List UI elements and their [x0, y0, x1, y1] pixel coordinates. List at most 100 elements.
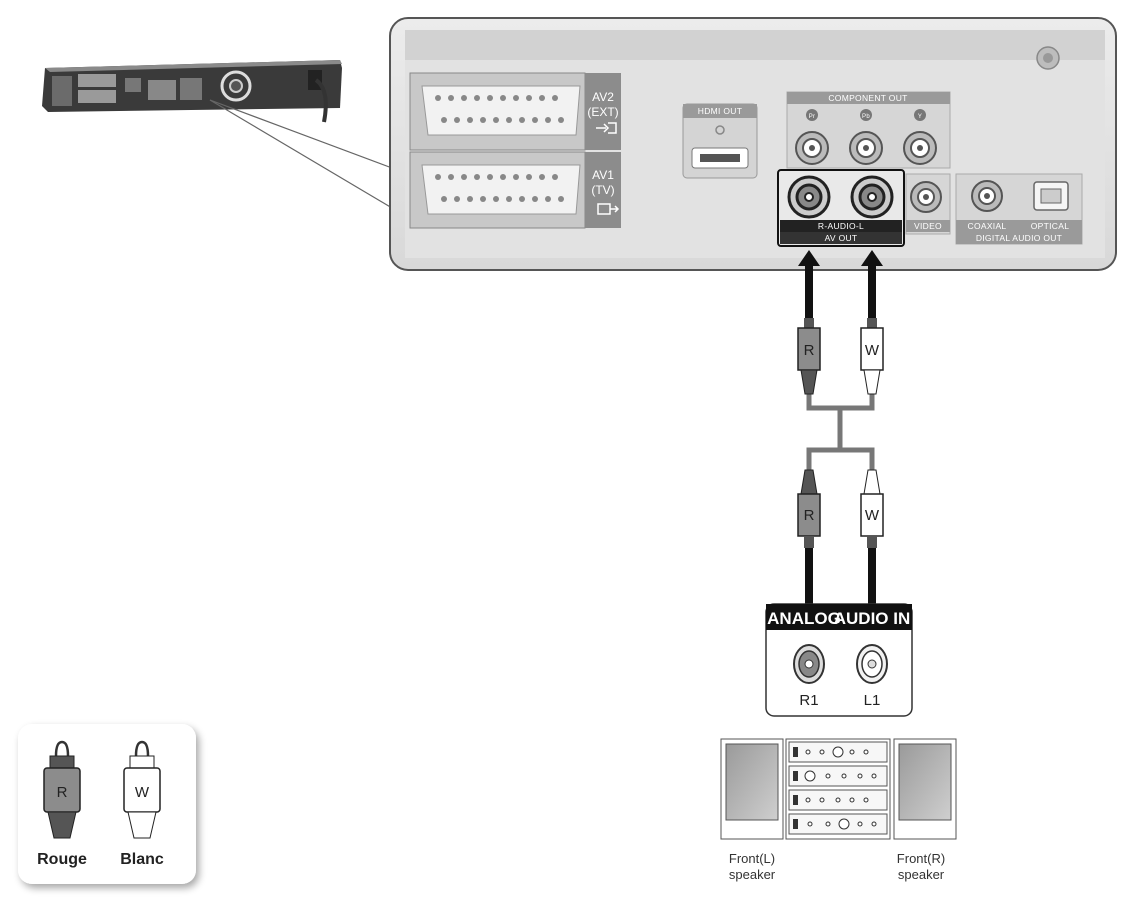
- svg-text:W: W: [865, 342, 880, 359]
- audio-jack-l: [850, 175, 894, 219]
- scart-pin: [545, 117, 551, 123]
- scart-pin: [435, 174, 441, 180]
- av2-sub-label: (EXT): [587, 105, 618, 119]
- amp-unit: [788, 765, 888, 787]
- av1-label: AV1: [592, 168, 614, 182]
- scart-pin: [545, 196, 551, 202]
- legend-white-label: Blanc: [120, 851, 164, 868]
- amp-knob-icon: [863, 749, 869, 755]
- scart-pin: [552, 95, 558, 101]
- front-right-speaker-label: Front(R): [897, 851, 945, 866]
- scart-av2: AV2 (EXT): [409, 72, 621, 151]
- amp-knob-icon: [857, 773, 863, 779]
- component-jack-pb: Pb: [849, 109, 883, 165]
- stereo-system: [720, 738, 957, 840]
- device-thumbnail: [42, 60, 393, 209]
- scart-pin: [558, 117, 564, 123]
- amp-knob-icon: [819, 749, 825, 755]
- component-jack-pr: Pr: [795, 109, 829, 165]
- scart-pin: [526, 174, 532, 180]
- scart-pin: [539, 174, 545, 180]
- scart-pin: [448, 95, 454, 101]
- scart-pin: [454, 196, 460, 202]
- scart-pin: [500, 174, 506, 180]
- legend-red-label: Rouge: [37, 851, 87, 868]
- amp-knob-icon: [804, 770, 816, 782]
- audio-label: R-AUDIO-L: [818, 221, 864, 231]
- legend-red-plug: R: [43, 740, 81, 839]
- scart-pin: [526, 95, 532, 101]
- scart-pin: [506, 117, 512, 123]
- svg-text:W: W: [865, 507, 880, 524]
- speaker-left: [720, 738, 784, 840]
- legend-white-plug: W: [123, 740, 161, 839]
- av-out-label: AV OUT: [825, 233, 858, 243]
- receiver-jack-r: [793, 644, 825, 684]
- coaxial-label: COAXIAL: [968, 221, 1007, 231]
- amp-display: [793, 771, 798, 781]
- arrow-up-icon: [798, 250, 820, 320]
- plug-red-bottom: R: [797, 469, 821, 548]
- audio-cable: [798, 250, 883, 622]
- scart-pin: [467, 196, 473, 202]
- amp-knob-icon: [825, 773, 831, 779]
- av1-sub-label: (TV): [591, 183, 614, 197]
- scart-pin: [532, 117, 538, 123]
- amp-display: [793, 747, 798, 757]
- component-out: COMPONENT OUT Pr Pb Y: [786, 91, 951, 169]
- audio-jack-r: [787, 175, 831, 219]
- scart-pin: [532, 196, 538, 202]
- svg-text:Y: Y: [918, 114, 922, 120]
- front-left-speaker-sub: speaker: [729, 867, 776, 882]
- scart-pin: [448, 174, 454, 180]
- jack-l1-label: L1: [864, 692, 881, 709]
- scart-pin: [467, 117, 473, 123]
- scart-pin: [500, 95, 506, 101]
- svg-text:Pb: Pb: [862, 114, 870, 120]
- scart-pin: [558, 196, 564, 202]
- svg-text:R: R: [804, 342, 815, 359]
- plug-red-top: R: [797, 318, 821, 395]
- amp-unit: [788, 813, 888, 835]
- amp-knob-icon: [857, 821, 863, 827]
- scart-pin: [441, 117, 447, 123]
- plug-white-top: W: [860, 318, 884, 395]
- analog-audio-in-panel: ANALOG AUDIO IN R1 L1: [765, 603, 913, 717]
- arrow-up-icon: [861, 250, 883, 320]
- analog-label: ANALOG: [767, 609, 841, 628]
- video-label: VIDEO: [914, 221, 942, 231]
- receiver-jack-l: [856, 644, 888, 684]
- scart-in-icon: [596, 122, 617, 134]
- scart-pin: [487, 95, 493, 101]
- scart-av1: AV1 (TV): [409, 151, 621, 229]
- av-out-audio-highlight: R-AUDIO-L AV OUT: [777, 169, 905, 247]
- amp-knob-icon: [819, 797, 825, 803]
- scart-pin: [474, 95, 480, 101]
- optical-label: OPTICAL: [1031, 221, 1069, 231]
- amp-knob-icon: [863, 797, 869, 803]
- component-label: COMPONENT OUT: [828, 93, 907, 103]
- component-jack-y: Y: [903, 109, 937, 165]
- arrow-down-icon: [861, 548, 883, 622]
- scart-pin: [506, 196, 512, 202]
- scart-pin: [480, 117, 486, 123]
- scart-pin: [513, 174, 519, 180]
- hdmi-label: HDMI OUT: [698, 106, 742, 116]
- scart-pin: [513, 95, 519, 101]
- amp-knob-icon: [871, 821, 877, 827]
- svg-text:W: W: [135, 784, 150, 801]
- amp-display: [793, 795, 798, 805]
- amp-knob-icon: [805, 797, 811, 803]
- front-right-speaker-sub: speaker: [898, 867, 945, 882]
- front-left-speaker-label: Front(L): [729, 851, 775, 866]
- scart-pin: [480, 196, 486, 202]
- audio-in-label: AUDIO IN: [834, 609, 911, 628]
- scart-pin: [519, 196, 525, 202]
- hdmi-out-port: HDMI OUT: [682, 103, 758, 179]
- amp-knob-icon: [838, 818, 850, 830]
- scart-out-icon: [597, 203, 620, 215]
- amp-knob-icon: [807, 821, 813, 827]
- scart-pin: [435, 95, 441, 101]
- scart-pin: [474, 174, 480, 180]
- svg-text:Pr: Pr: [809, 114, 816, 120]
